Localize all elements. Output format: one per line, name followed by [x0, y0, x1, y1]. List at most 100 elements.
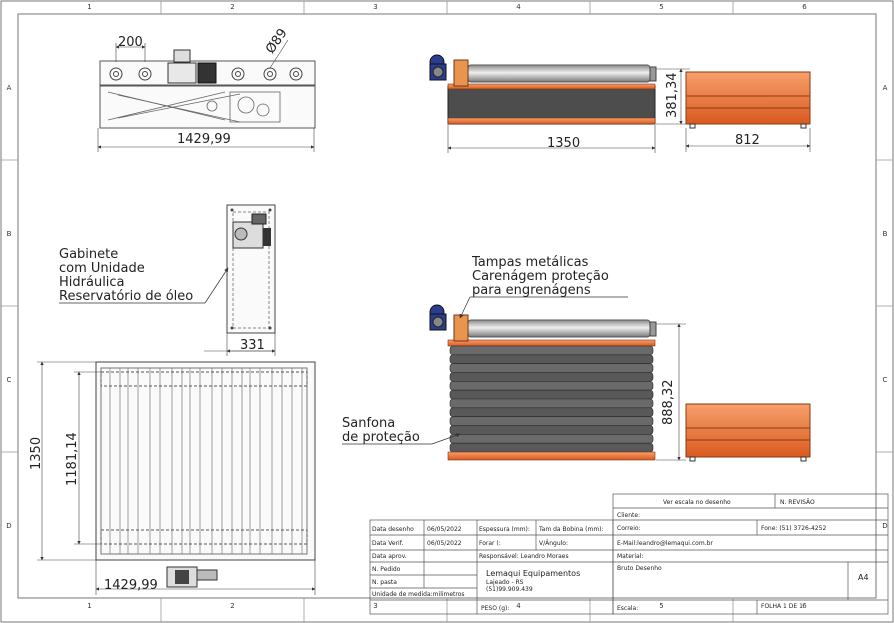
zone-column-label: 3	[373, 602, 377, 610]
plan-motor	[166, 566, 218, 588]
plan-slat	[149, 367, 161, 555]
tb-material: Material:	[617, 553, 643, 560]
note-cabinet-line-2: com Unidade	[59, 261, 145, 276]
tb-drawn-date: 06/05/2022	[427, 526, 462, 533]
plan-slat	[109, 367, 121, 555]
tb-phone: Fone: (51) 3726-4252	[761, 525, 826, 532]
motor-side	[429, 54, 447, 81]
end-view: 812	[685, 71, 811, 152]
plan-slat	[291, 367, 303, 555]
end-view-lower	[685, 403, 811, 462]
dim-top-pitch: 200	[118, 35, 143, 50]
plan-slat	[189, 367, 201, 555]
motor-top	[167, 49, 217, 84]
zone-column-label: 4	[516, 602, 521, 610]
note-covers-line-2: Carenágem proteção	[472, 269, 609, 284]
bellows-fold	[449, 381, 654, 391]
note-covers-line-3: para engrenágens	[472, 283, 591, 298]
note-cabinet-line-1: Gabinete	[59, 247, 118, 262]
bellows-fold	[449, 407, 654, 417]
tb-drawn-date-label: Data desenho	[372, 526, 414, 533]
zone-row-label: B	[883, 230, 888, 238]
zone-row-label: C	[883, 376, 888, 384]
zone-column-label: 4	[516, 3, 521, 11]
dim-plan-inner: 1181,14	[65, 432, 80, 486]
tb-verif-date: 06/05/2022	[427, 540, 462, 547]
tb-client: Cliente:	[617, 512, 640, 519]
zone-column-label: 5	[659, 602, 663, 610]
bellows-fold	[449, 416, 654, 426]
note-cabinet: Gabinete com Unidade Hidráulica Reservat…	[59, 247, 229, 304]
bellows-fold	[449, 345, 654, 356]
note-bellows-line-1: Sanfona	[342, 416, 395, 431]
note-covers: Tampas metálicas Carenágem proteção para…	[459, 255, 628, 319]
plan-slat	[171, 367, 183, 555]
zone-column-label: 6	[802, 602, 807, 610]
motor-lifted	[429, 304, 447, 331]
plan-slat	[271, 367, 283, 555]
dim-lift-height: 888,32	[661, 380, 676, 426]
zone-row-label: B	[7, 230, 12, 238]
title-block	[369, 493, 889, 615]
tb-unit-label: Unidade de medida:milimetros	[372, 591, 465, 598]
tb-see-scale: Ver escala no desenho	[663, 499, 731, 506]
tb-voltage: V/Ângulo:	[539, 540, 568, 547]
bellows-fold	[449, 354, 654, 364]
plan-view: 1350 1181,14 1429,99	[29, 361, 316, 595]
zone-column-label: 5	[659, 3, 663, 11]
zone-column-label: 1	[87, 3, 91, 11]
bellows-fold	[449, 372, 654, 382]
zone-row-label: C	[7, 376, 12, 384]
bellows-fold	[449, 363, 654, 373]
dim-plan-width: 1429,99	[104, 578, 158, 593]
tb-company: Lemaqui Equipamentos	[486, 569, 580, 578]
tb-folder-label: N. pasta	[372, 579, 397, 586]
tb-email-label: Correio:	[617, 525, 641, 532]
zone-row-label: D	[882, 522, 887, 530]
tb-scale: Escala:	[617, 605, 638, 612]
dim-cabinet-width: 331	[240, 338, 265, 353]
tb-form: Forar (:	[479, 540, 501, 547]
zone-column-label: 2	[230, 3, 234, 11]
tb-city: Lajeado - RS	[486, 579, 524, 586]
plan-slat	[127, 367, 139, 555]
dim-side-length: 1350	[547, 136, 580, 151]
tb-sheet: FOLHA 1 DE 1	[761, 603, 803, 610]
note-bellows-line-2: de proteção	[342, 430, 420, 445]
bellows-fold	[449, 398, 654, 409]
tb-thickness: Espessura (mm):	[479, 526, 530, 533]
tb-rev-label: N. REVISÃO	[780, 499, 815, 506]
tb-responsible: Responsável: Leandro Moraes	[479, 553, 569, 560]
tb-order-label: N. Pedido	[372, 566, 401, 573]
zone-column-label: 1	[87, 602, 91, 610]
tb-company-phone: (51)99.909.439	[486, 586, 533, 593]
top-view: 200 Ø89 1429,99	[97, 26, 316, 152]
dim-top-length: 1429,99	[177, 132, 231, 147]
bellows-fold	[449, 442, 654, 453]
bellows-fold	[449, 425, 654, 435]
tb-gross: Bruto Desenho	[617, 565, 662, 572]
dim-side-height: 381,34	[665, 73, 680, 119]
note-cabinet-line-3: Hidráulica	[59, 275, 125, 290]
tb-approved-label: Data aprov.	[372, 553, 407, 560]
tb-coil-size: Tam da Bobina (mm):	[538, 526, 604, 533]
zone-row-label: A	[883, 84, 888, 92]
tb-weight: PESO (g):	[481, 605, 509, 612]
zone-row-label: D	[6, 522, 11, 530]
tb-email: E-Mail:leandro@lemaqui.com.br	[617, 540, 713, 547]
dim-plan-length: 1350	[29, 437, 44, 470]
plan-slat	[231, 367, 243, 555]
plan-slat	[211, 367, 223, 555]
note-bellows: Sanfona de proteção	[342, 416, 461, 445]
tb-size: A4	[858, 573, 869, 582]
note-cabinet-line-4: Reservatório de óleo	[59, 289, 193, 304]
side-view: 1350 381,34	[429, 54, 690, 153]
dim-end-width: 812	[735, 133, 760, 148]
bellows-fold	[449, 389, 654, 400]
lifted-side-view: 888,32	[429, 304, 686, 461]
bellows-fold	[449, 434, 654, 444]
tb-verif-date-label: Data Verif.	[372, 540, 403, 547]
plan-slat	[249, 367, 261, 555]
